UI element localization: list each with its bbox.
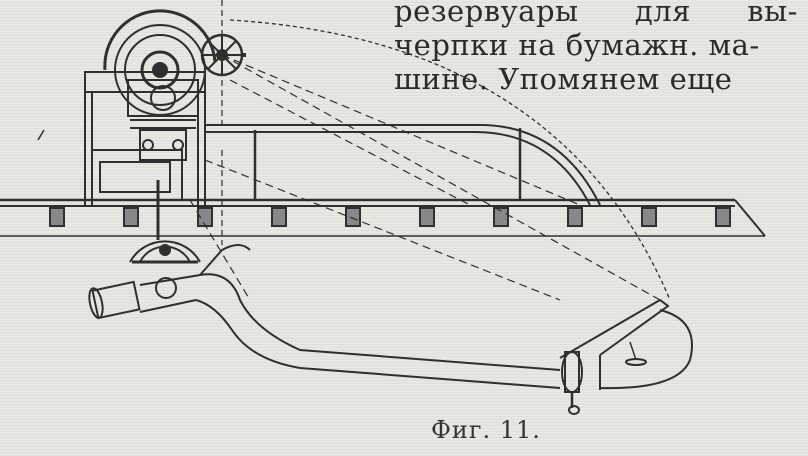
pivot-wheel [129,240,201,264]
rail-posts [49,207,731,227]
word: для [634,0,691,28]
swing-arc [229,19,671,301]
text-line-1: резервуары для вы- [394,0,798,28]
margin-mark [37,129,45,141]
word: резервуары [394,0,579,28]
valve-fitting [561,351,583,415]
upper-platform [205,124,601,206]
scoop-boom [195,244,561,389]
scoop-bucket [559,298,693,390]
gearbox-frame [84,71,206,240]
body-text-block: резервуары для вы- черпки на бумажн. ма-… [394,0,804,96]
text-line-2: черпки на бумажн. ма- [394,28,760,62]
handwheel [200,33,246,77]
inlet-pipe [88,274,201,320]
text-line-3: шине. Упомянем еще [394,62,733,96]
construction-lines [189,54,661,301]
figure-caption: Фиг. 11. [431,416,541,444]
word: вы- [747,0,798,28]
